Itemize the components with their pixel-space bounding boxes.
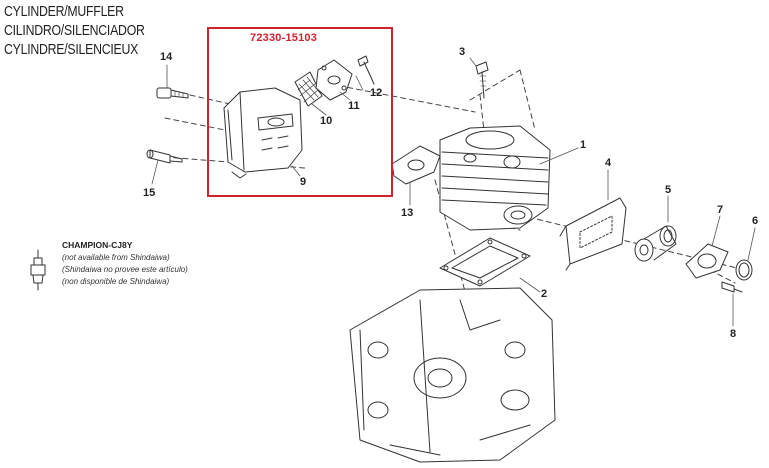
clamp-part-6: [735, 259, 753, 281]
callout-2: 2: [541, 288, 548, 300]
bolt-part-14: [156, 87, 189, 99]
pin-part-15: [146, 149, 183, 164]
screw-part-12: [357, 55, 375, 85]
cylinder-part-1: [439, 125, 551, 231]
plate-part-11: [315, 59, 353, 101]
callout-4: 4: [605, 157, 612, 169]
intake-manifold-part-5: [634, 225, 677, 262]
spark-plug-note-fr: (non disponible de Shindaiwa): [62, 277, 170, 286]
gasket-part-13: [391, 145, 441, 185]
callout-3: 3: [459, 46, 466, 58]
spark-plug-model: CHAMPION-CJ8Y: [62, 240, 133, 250]
spark-plug-note-en: (not available from Shindaiwa): [62, 253, 170, 262]
muffler-part-9: [223, 87, 303, 179]
callout-5: 5: [665, 184, 672, 196]
callout-13: 13: [401, 207, 414, 219]
highlight-box: [207, 27, 393, 197]
callout-7: 7: [717, 204, 724, 216]
callout-9: 9: [300, 176, 307, 188]
screw-part-8: [721, 281, 743, 293]
base-gasket-part-2: [439, 237, 531, 287]
callout-6: 6: [752, 215, 759, 227]
title-spanish: CILINDRO/SILENCIADOR: [4, 22, 145, 39]
spark-plug-icon: [30, 249, 46, 291]
callout-leader-lines: [151, 57, 756, 327]
part-number-label: 72330-15103: [250, 32, 318, 44]
adapter-part-7: [685, 243, 729, 279]
callout-11: 11: [348, 100, 360, 112]
callout-14: 14: [160, 51, 173, 63]
callout-1: 1: [580, 139, 587, 151]
title-english: CYLINDER/MUFFLER: [4, 3, 124, 20]
callout-8: 8: [730, 328, 737, 340]
title-french: CYLINDRE/SILENCIEUX: [4, 41, 139, 58]
crankcase-housing: [349, 287, 556, 463]
insulator-part-4: [559, 197, 627, 271]
callout-10: 10: [320, 115, 333, 127]
spark-plug-note-es: (Shindaiwa no provee este artículo): [62, 265, 188, 274]
spark-screen-part-10: [294, 71, 323, 107]
callout-12: 12: [370, 87, 383, 99]
callout-15: 15: [143, 187, 156, 199]
bolt-part-3: [475, 61, 489, 99]
